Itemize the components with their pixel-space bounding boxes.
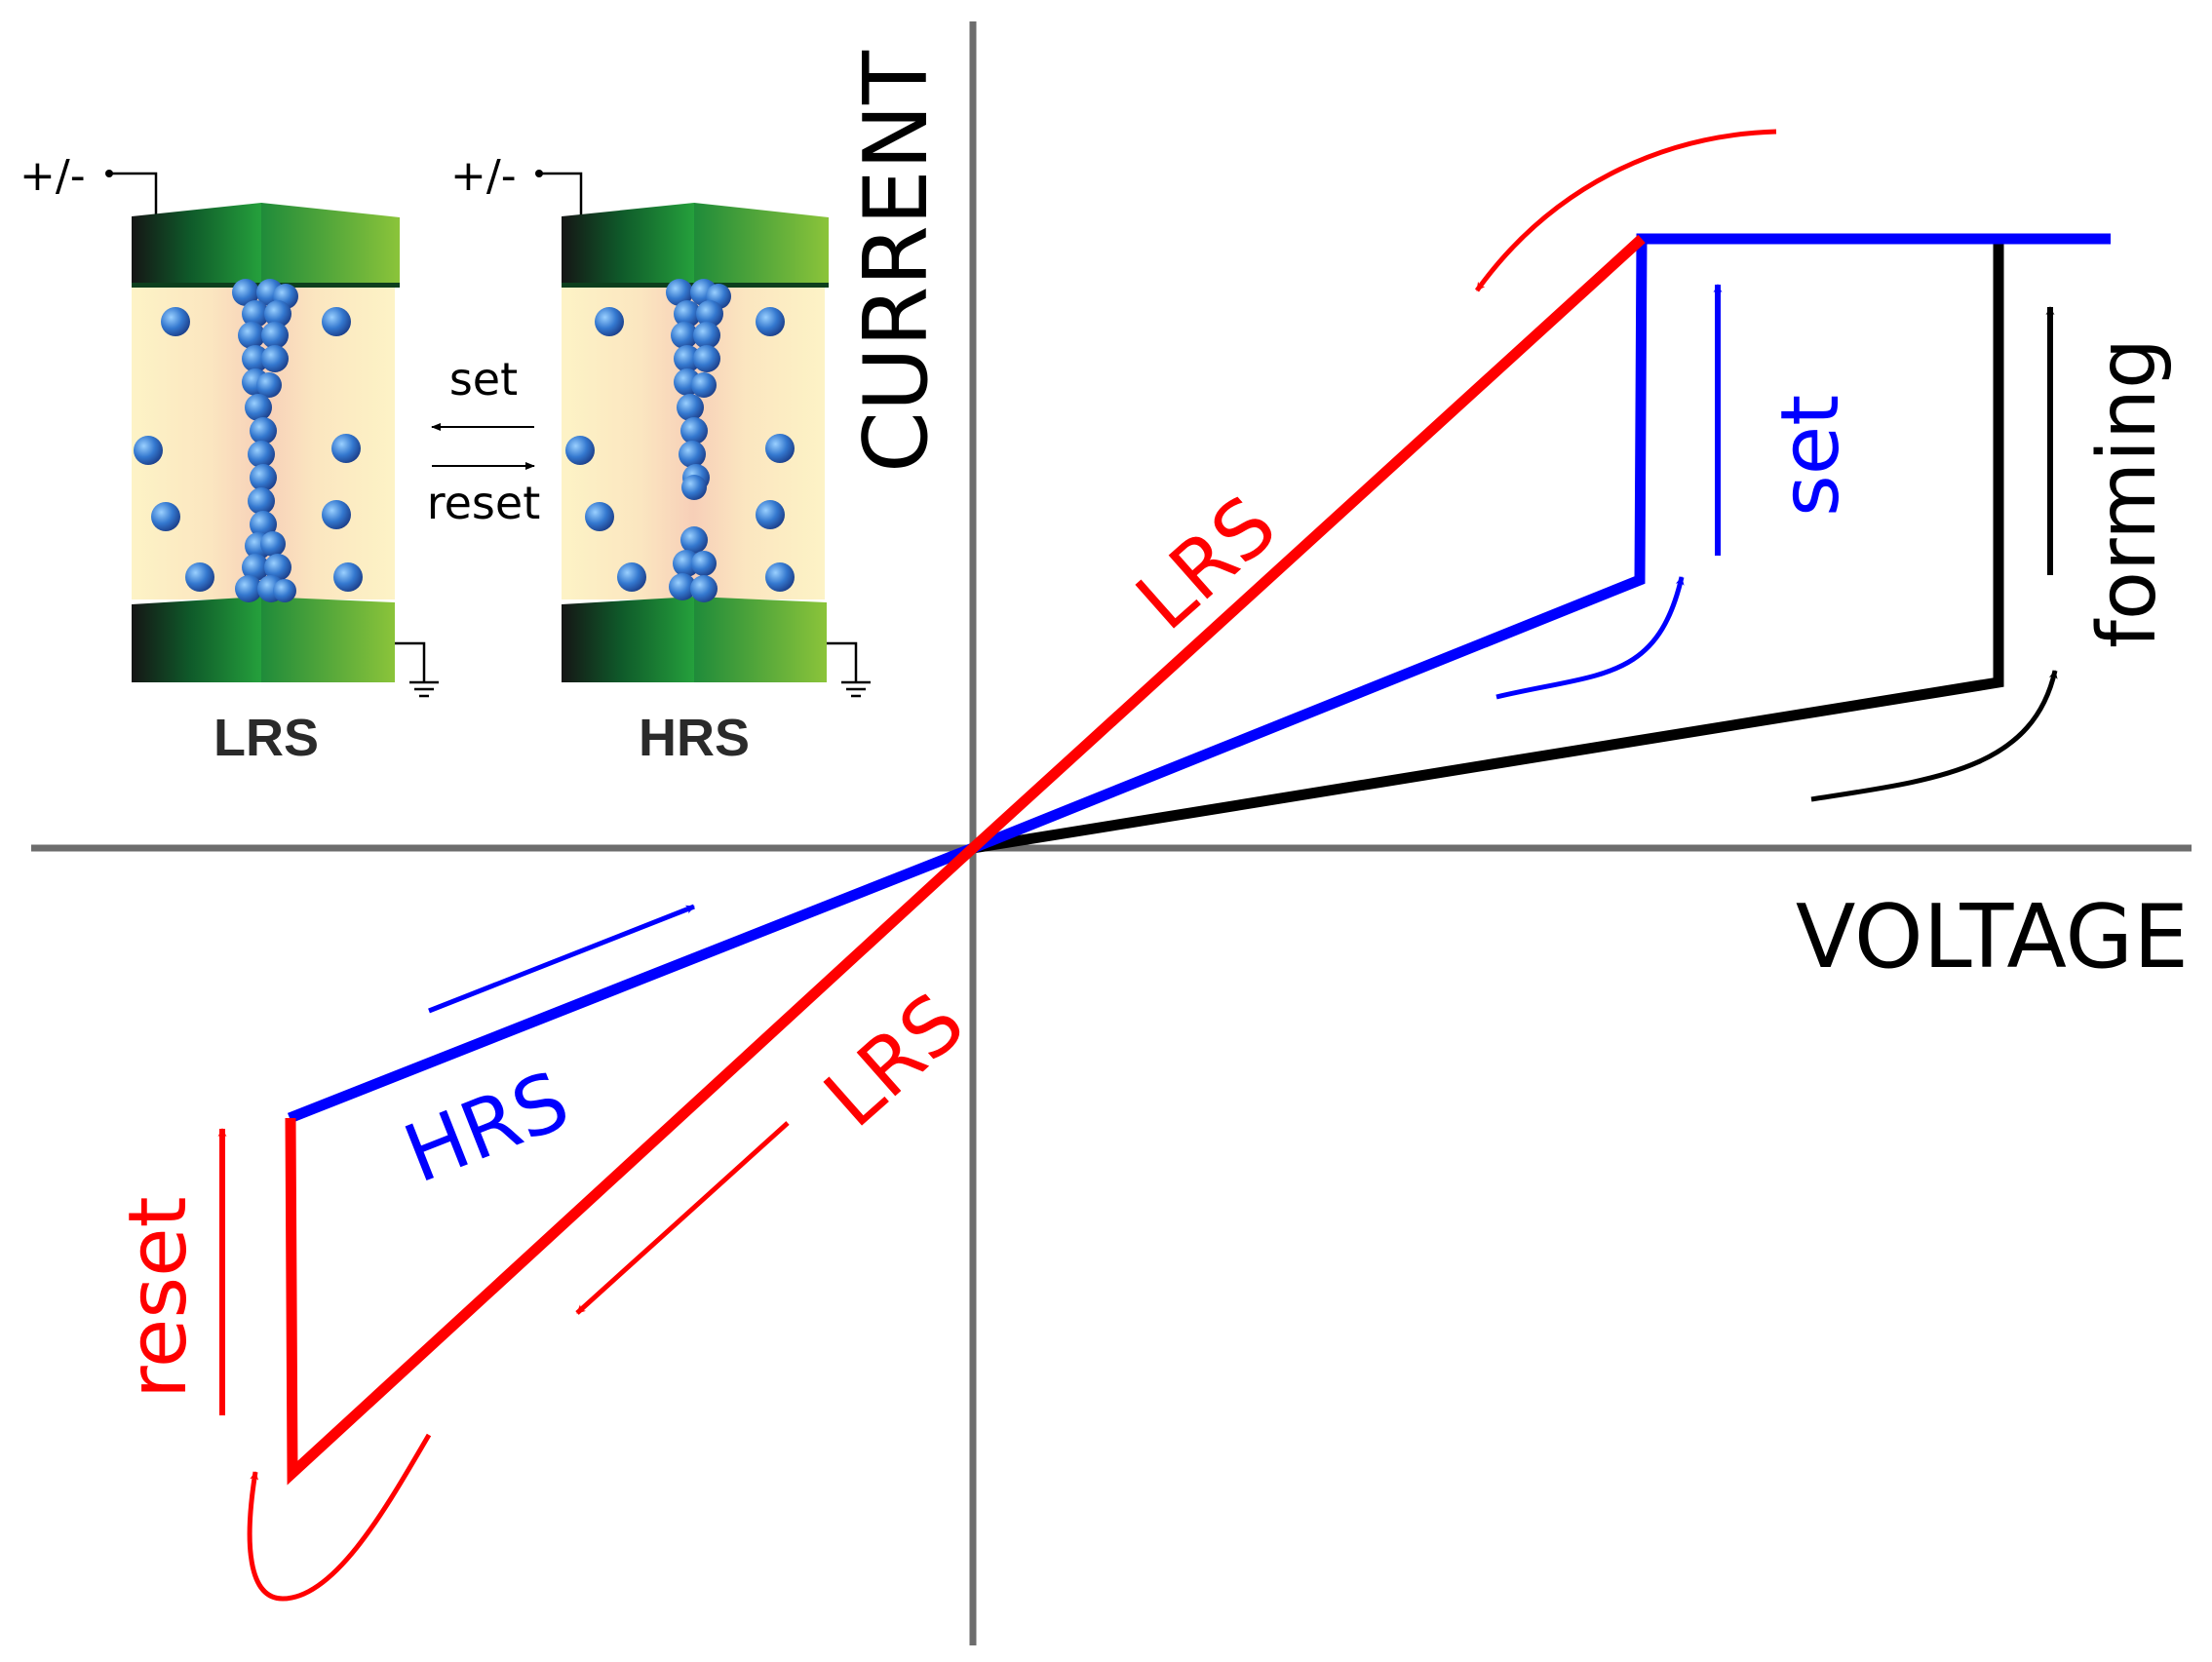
reset-label: reset bbox=[112, 1196, 205, 1399]
lrs-top-electrode-side bbox=[261, 203, 400, 283]
hrs-terminal-label: +/- bbox=[450, 151, 517, 201]
lrs-cell: +/- bbox=[19, 151, 439, 767]
hrs-top-electrode-side bbox=[694, 203, 829, 283]
forming-curl-arrow bbox=[1810, 670, 2058, 802]
hrs-terminal-wire bbox=[539, 172, 583, 216]
hrs-top-electrode bbox=[562, 203, 694, 283]
cell-inset: +/- bbox=[19, 151, 871, 767]
hrs-cell: +/- bbox=[450, 151, 871, 767]
lrs-upper-label: LRS bbox=[1119, 479, 1294, 648]
hrs-curve bbox=[287, 233, 2111, 1124]
lrs-return-arrow bbox=[1474, 129, 1777, 292]
lrs-lower-label: LRS bbox=[807, 976, 982, 1145]
hrs-free-ions bbox=[565, 307, 795, 592]
hrs-filament bbox=[666, 279, 731, 602]
inset-reset-label: reset bbox=[427, 477, 541, 529]
lrs-bottom-electrode-side bbox=[261, 597, 395, 682]
set-label: set bbox=[1765, 395, 1857, 517]
lrs-down-arrow bbox=[575, 1121, 790, 1315]
hrs-bottom-electrode bbox=[562, 597, 694, 682]
lrs-bottom-electrode bbox=[132, 597, 261, 682]
hrs-caption: HRS bbox=[639, 709, 750, 767]
lrs-top-electrode bbox=[132, 203, 261, 283]
lrs-filament bbox=[232, 279, 298, 602]
forming-curve bbox=[972, 239, 2004, 854]
hrs-bottom-electrode-side bbox=[694, 597, 827, 682]
set-curl-arrow bbox=[1495, 576, 1685, 700]
lrs-terminal-wire bbox=[109, 172, 158, 216]
hrs-label: HRS bbox=[393, 1055, 582, 1202]
x-axis-label: VOLTAGE bbox=[1796, 886, 2189, 988]
lrs-terminal-label: +/- bbox=[19, 151, 86, 201]
inset-set-label: set bbox=[449, 353, 518, 406]
forming-label: forming bbox=[2081, 338, 2174, 648]
hrs-forward-arrow bbox=[428, 904, 695, 1014]
lrs-curve bbox=[285, 234, 1646, 1486]
reset-curl-arrow bbox=[247, 1433, 432, 1602]
lrs-free-ions bbox=[134, 307, 363, 592]
lrs-caption: LRS bbox=[213, 709, 319, 767]
y-axis-label: CURRENT bbox=[845, 50, 948, 473]
